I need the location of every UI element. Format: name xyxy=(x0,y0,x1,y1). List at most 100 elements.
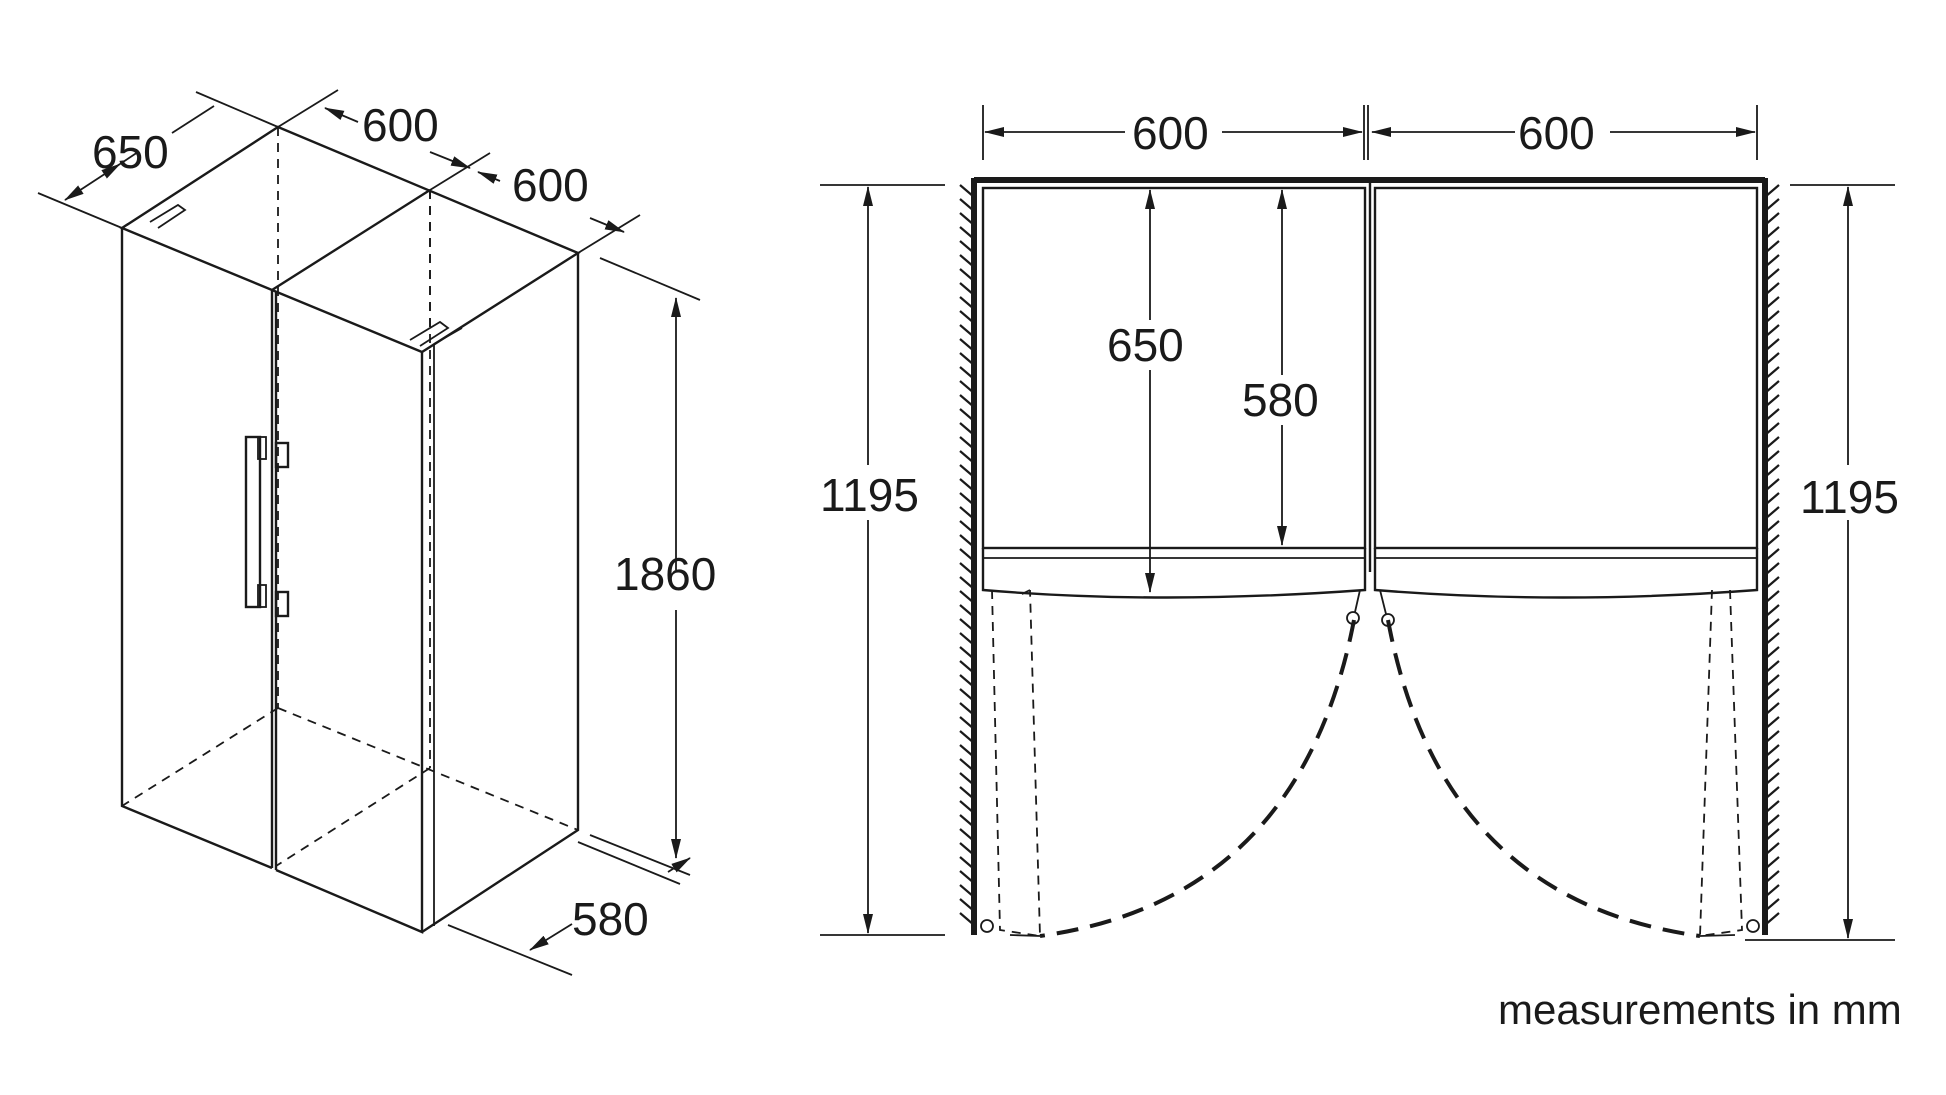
hatch-line xyxy=(1764,646,1780,660)
handle-icon xyxy=(244,435,290,618)
hatch-line xyxy=(959,828,975,842)
hatch-line xyxy=(959,296,975,310)
hatch-line xyxy=(959,856,975,870)
plan-clearance-right-label: 1195 xyxy=(1800,471,1899,523)
hatch-line xyxy=(1764,618,1780,632)
hatch-line xyxy=(1764,590,1780,604)
hatch-line xyxy=(959,198,975,212)
plan-width-right-label: 600 xyxy=(1518,107,1595,159)
hatch-line xyxy=(1764,702,1780,716)
hatch-line xyxy=(1764,450,1780,464)
hatch-line xyxy=(1764,534,1780,548)
hatch-line xyxy=(1764,632,1780,646)
hatch-line xyxy=(959,366,975,380)
hatch-line xyxy=(1764,184,1780,198)
hatch-line xyxy=(959,646,975,660)
hatch-line xyxy=(1764,492,1780,506)
hatch-line xyxy=(1764,380,1780,394)
plan-depth-outer-label: 650 xyxy=(1107,319,1184,371)
hatch-line xyxy=(1764,464,1780,478)
hatch-line xyxy=(959,240,975,254)
wall-hatch-right xyxy=(1764,184,1780,926)
hatch-line xyxy=(1764,898,1780,912)
hatch-line xyxy=(1764,688,1780,702)
plan-depth-inner-label: 580 xyxy=(1242,374,1319,426)
hatch-line xyxy=(1764,254,1780,268)
hatch-line xyxy=(1764,436,1780,450)
hatch-line xyxy=(959,758,975,772)
hatch-line xyxy=(1764,674,1780,688)
hatch-line xyxy=(959,884,975,898)
hatch-line xyxy=(1764,338,1780,352)
hatch-line xyxy=(959,394,975,408)
hatch-line xyxy=(959,338,975,352)
plan-view xyxy=(820,105,1895,941)
hatch-line xyxy=(1764,842,1780,856)
hatch-line xyxy=(959,744,975,758)
iso-width-left-label: 600 xyxy=(362,99,439,151)
hatch-line xyxy=(959,506,975,520)
hatch-line xyxy=(1764,772,1780,786)
iso-depth-label: 650 xyxy=(92,126,169,178)
hatch-line xyxy=(959,800,975,814)
hatch-line xyxy=(959,912,975,926)
hatch-line xyxy=(959,324,975,338)
hatch-line xyxy=(959,534,975,548)
hatch-line xyxy=(959,814,975,828)
hatch-line xyxy=(959,772,975,786)
hatch-line xyxy=(1764,478,1780,492)
hatch-line xyxy=(1764,730,1780,744)
hatch-line xyxy=(959,562,975,576)
iso-inner-depth-label: 580 xyxy=(572,893,649,945)
hatch-line xyxy=(959,632,975,646)
hatch-line xyxy=(959,786,975,800)
hatch-line xyxy=(959,464,975,478)
hatch-line xyxy=(1764,912,1780,926)
hatch-line xyxy=(1764,548,1780,562)
hatch-line xyxy=(1764,310,1780,324)
hatch-line xyxy=(1764,744,1780,758)
hatch-line xyxy=(959,254,975,268)
hatch-line xyxy=(959,688,975,702)
hatch-line xyxy=(1764,226,1780,240)
hatch-line xyxy=(959,702,975,716)
hatch-line xyxy=(1764,814,1780,828)
hatch-line xyxy=(959,422,975,436)
hatch-line xyxy=(1764,576,1780,590)
hatch-line xyxy=(959,548,975,562)
hatch-line xyxy=(1764,856,1780,870)
hatch-line xyxy=(1764,394,1780,408)
hatch-line xyxy=(959,212,975,226)
hatch-line xyxy=(1764,352,1780,366)
hatch-line xyxy=(1764,296,1780,310)
hatch-line xyxy=(959,576,975,590)
hatch-line xyxy=(959,604,975,618)
hatch-line xyxy=(1764,758,1780,772)
hatch-line xyxy=(959,380,975,394)
hatch-line xyxy=(959,492,975,506)
hatch-line xyxy=(959,408,975,422)
hatch-line xyxy=(1764,828,1780,842)
iso-fridge xyxy=(37,89,701,976)
hatch-line xyxy=(959,450,975,464)
hatch-line xyxy=(959,352,975,366)
hatch-line xyxy=(959,660,975,674)
hatch-line xyxy=(1764,282,1780,296)
hatch-line xyxy=(959,282,975,296)
hatch-line xyxy=(1764,268,1780,282)
plan-width-left-label: 600 xyxy=(1132,107,1209,159)
hatch-line xyxy=(959,436,975,450)
hatch-line xyxy=(959,618,975,632)
hatch-line xyxy=(959,870,975,884)
hatch-line xyxy=(959,674,975,688)
hatch-line xyxy=(1764,408,1780,422)
hatch-line xyxy=(959,226,975,240)
hatch-line xyxy=(1764,212,1780,226)
iso-width-right-label: 600 xyxy=(512,159,589,211)
hatch-line xyxy=(959,716,975,730)
hatch-line xyxy=(1764,198,1780,212)
hatch-line xyxy=(959,478,975,492)
hatch-line xyxy=(1764,240,1780,254)
plan-clearance-left-label: 1195 xyxy=(820,469,919,521)
